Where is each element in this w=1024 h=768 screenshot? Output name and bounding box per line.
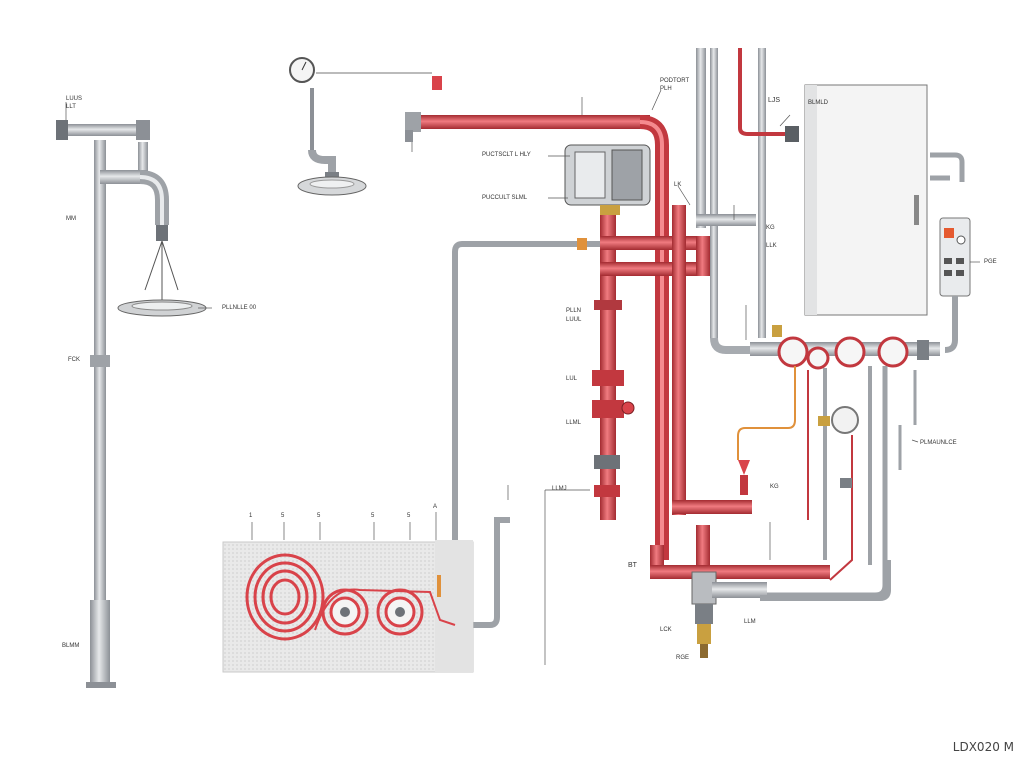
control-panel-icon (804, 84, 971, 353)
grey-return-line (452, 238, 600, 628)
label-riser-3: LUL (566, 376, 578, 382)
label-bottom-1: BT (628, 562, 637, 569)
label-mid-low: KG (770, 484, 779, 490)
label-bottom-4: RGE (676, 655, 690, 661)
label-pump-upper: PUCTSCLT L HLY (482, 152, 531, 158)
panel-name: BLMLD (808, 100, 829, 106)
label-pump-lower: PUCCULT SLML (482, 195, 528, 201)
label-left-nozzle: PLLNLLE 00 (222, 305, 257, 311)
vertical-risers (696, 48, 940, 354)
model-number: LDX020 M (952, 740, 1014, 754)
fire-pump-icon (564, 144, 651, 215)
label-left-low: FCK (68, 357, 80, 363)
reel-callout: 5 (371, 513, 375, 519)
label-riser-2: LUUL (566, 317, 582, 323)
reel-callout: 5 (281, 513, 285, 519)
fire-main-pipe (405, 112, 830, 579)
label-bottom-3: LLM (744, 619, 756, 625)
label-right-low: PLMAUNLCE (920, 440, 957, 446)
spray-nozzle-icon (738, 460, 750, 495)
manifold-drops (737, 366, 917, 598)
label-bottom-2: LCK (660, 627, 672, 633)
label-top-center-2: PLH (660, 86, 672, 92)
label-top-center-1: PODTORT (660, 78, 690, 84)
reel-callout: A (433, 504, 438, 510)
shower-head-icon (117, 225, 207, 317)
label-left-top-2: LLT (66, 104, 76, 110)
hose-reel-icon (245, 553, 456, 641)
label-branch-2: KG (766, 225, 775, 231)
reel-callout: 1 (249, 513, 253, 519)
label-riser-1: PLLN (566, 308, 582, 314)
label-left-mid: MM (66, 216, 76, 222)
label-riser-5: LLMJ (552, 486, 567, 492)
reel-callout: 5 (407, 513, 411, 519)
left-standpipe (56, 120, 169, 688)
pressure-gauge-icon (289, 57, 442, 175)
label-branch-3: LLK (766, 243, 777, 249)
reel-callout: 5 (317, 513, 321, 519)
valve-icon (691, 525, 767, 658)
gauge-manifold (750, 325, 940, 434)
overhead-shower-icon (297, 172, 367, 196)
label-left-base: BLMM (62, 643, 80, 649)
label-left-top-1: LUUS (66, 96, 83, 102)
panel-title: LJS (768, 97, 781, 104)
label-panel-side: PGE (984, 259, 997, 265)
label-riser-4: LLML (566, 420, 582, 426)
hydrant-outlet-icon (760, 560, 891, 601)
leader-lines (65, 89, 980, 665)
label-branch-1: LK (674, 182, 682, 188)
